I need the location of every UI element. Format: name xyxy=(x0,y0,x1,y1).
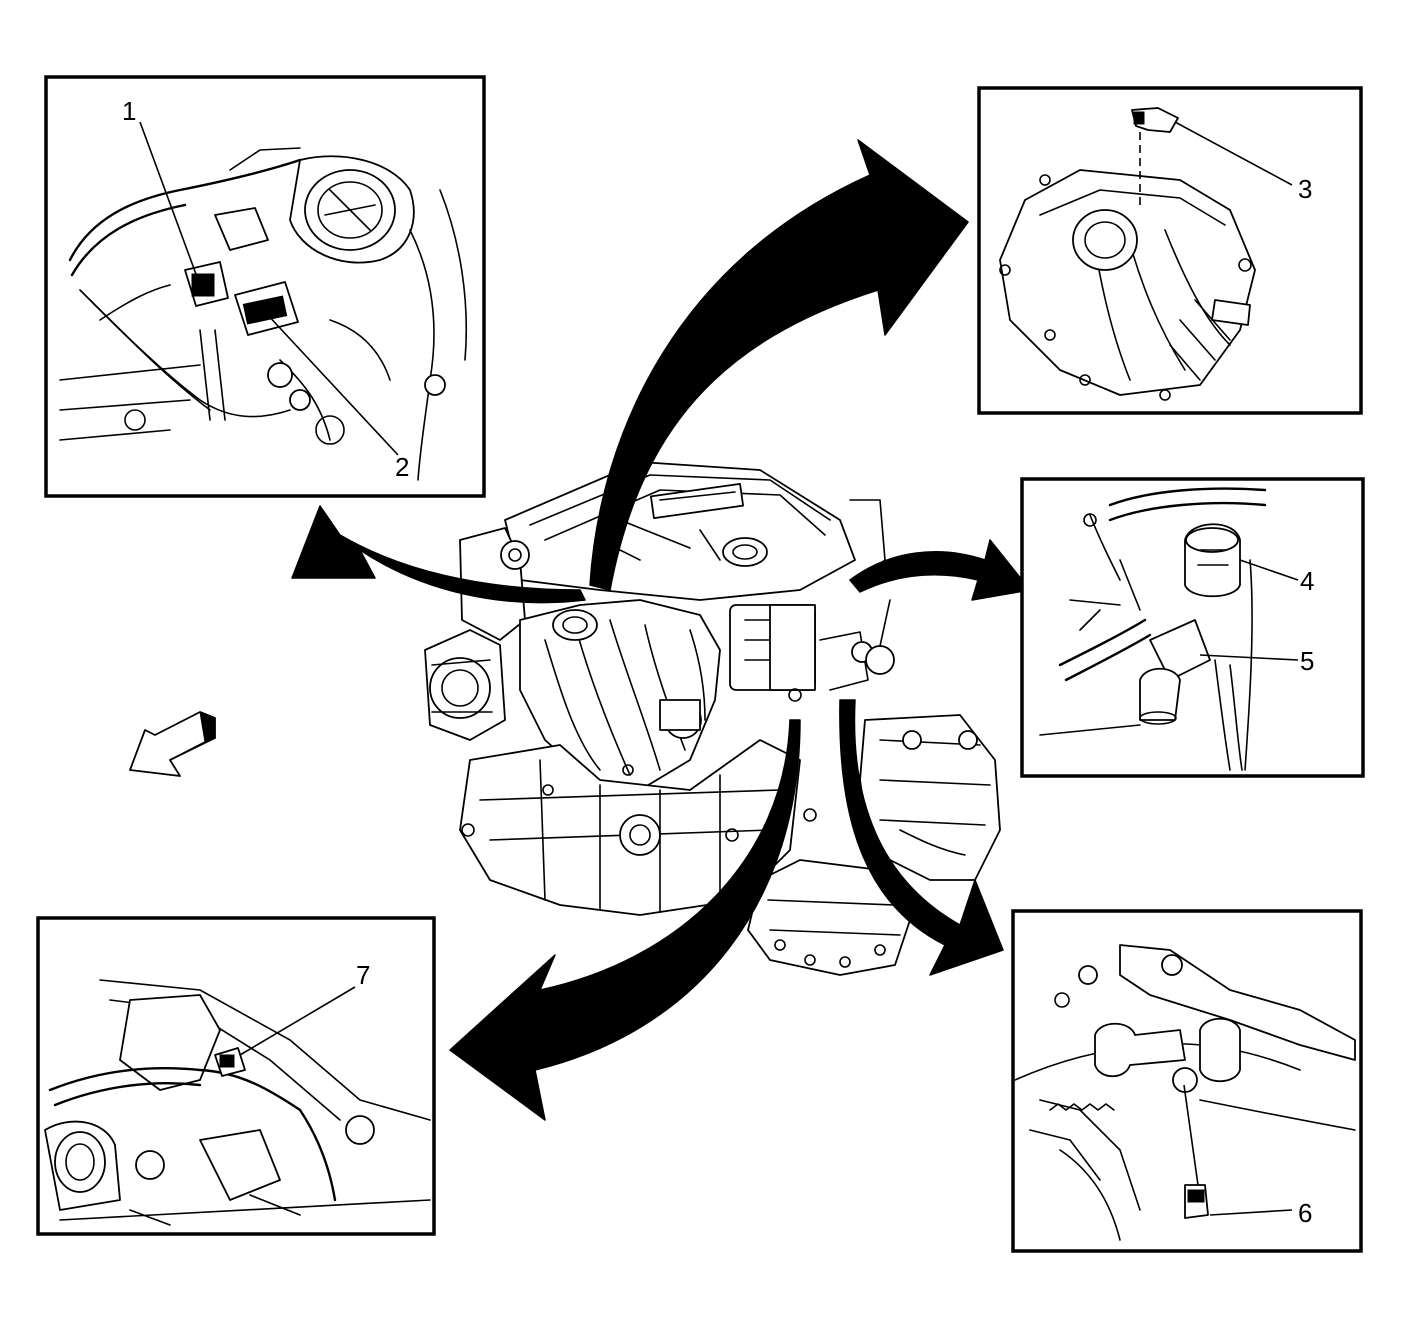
detail-panel-throttle-body: 1 2 xyxy=(44,75,486,498)
callout-1: 1 xyxy=(122,96,136,126)
front-of-vehicle-arrow-icon xyxy=(129,711,216,777)
arrow-to-engine-block-sensor-panel xyxy=(449,719,801,1121)
engine-assembly-illustration xyxy=(424,461,1001,976)
callout-3: 3 xyxy=(1298,174,1312,204)
callout-5: 5 xyxy=(1300,646,1314,676)
arrow-to-intake-manifold-panel xyxy=(589,139,969,591)
arrow-to-throttle-body-panel xyxy=(291,505,586,604)
arrow-to-knock-sensor-panel xyxy=(839,699,1004,976)
detail-panel-engine-block-sensor: 7 xyxy=(36,916,436,1236)
detail-panel-intake-manifold: 3 xyxy=(977,86,1363,415)
callout-7: 7 xyxy=(356,960,370,990)
callout-2: 2 xyxy=(395,452,409,482)
pointer-arrows xyxy=(291,139,1031,1121)
callout-4: 4 xyxy=(1300,566,1314,596)
arrow-to-oil-filter-panel xyxy=(849,539,1031,601)
callout-6: 6 xyxy=(1298,1198,1312,1228)
detail-panel-knock-sensor: 6 xyxy=(1011,909,1363,1253)
detail-panel-oil-filter: 4 5 xyxy=(1020,477,1365,778)
